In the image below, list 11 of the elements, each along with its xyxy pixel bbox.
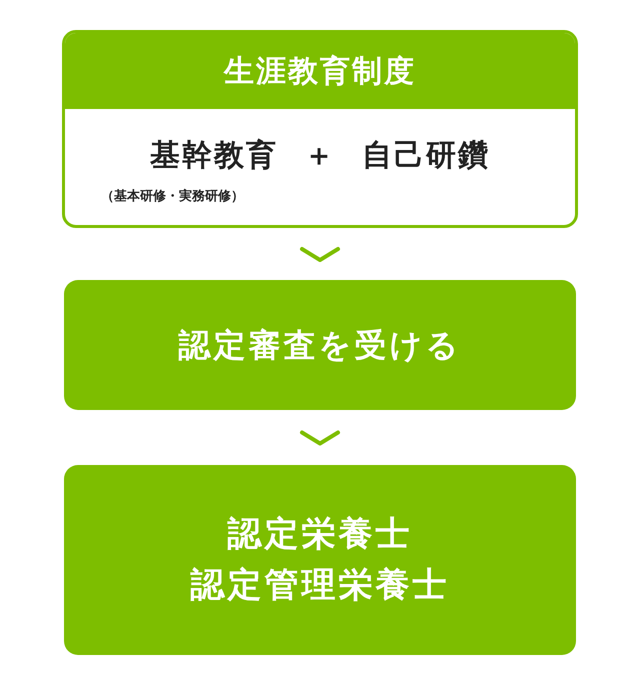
process-box: [64, 465, 576, 655]
plus-sign: ＋: [304, 137, 336, 175]
box-text: 認定管理栄養士: [190, 565, 450, 606]
item-label: 自己研鑽: [362, 137, 490, 175]
note-text: （基本研修・実務研修）: [101, 188, 244, 205]
box-text: 認定審査を受ける: [178, 326, 462, 364]
box-text: 認定栄養士: [228, 514, 412, 555]
framed-box: [62, 30, 578, 228]
item-label: 基幹教育: [150, 137, 278, 175]
box-header: 生涯教育制度: [65, 33, 575, 109]
process-box: [64, 280, 576, 410]
